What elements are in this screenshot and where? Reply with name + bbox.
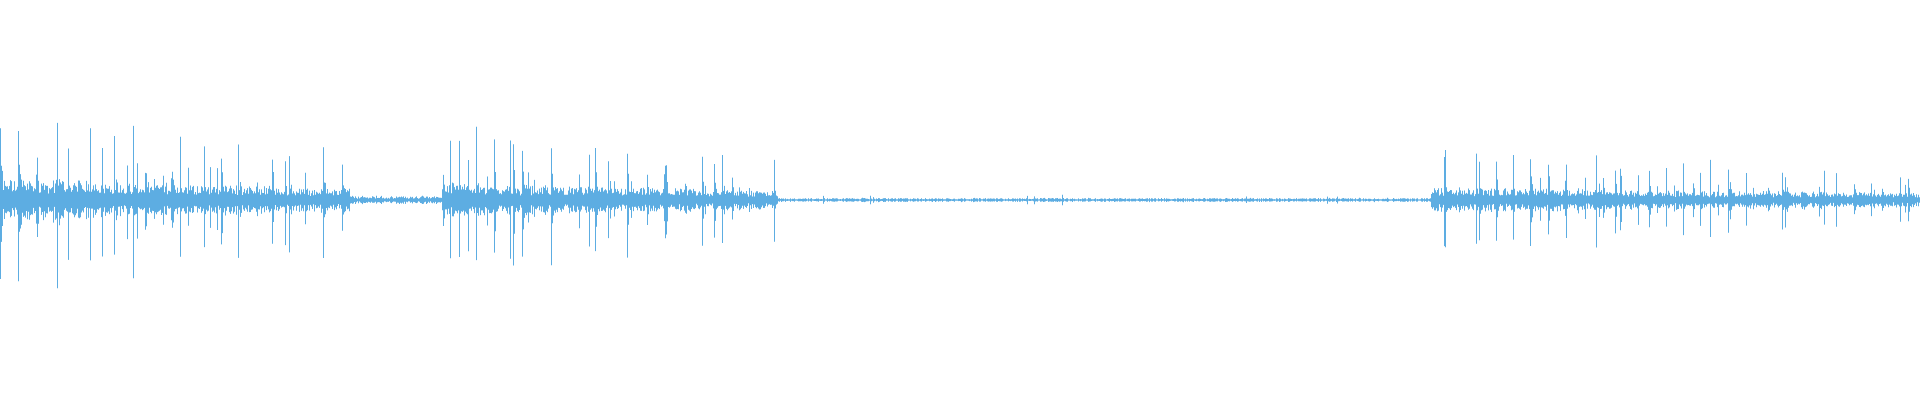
- waveform-trace: [0, 122, 1920, 289]
